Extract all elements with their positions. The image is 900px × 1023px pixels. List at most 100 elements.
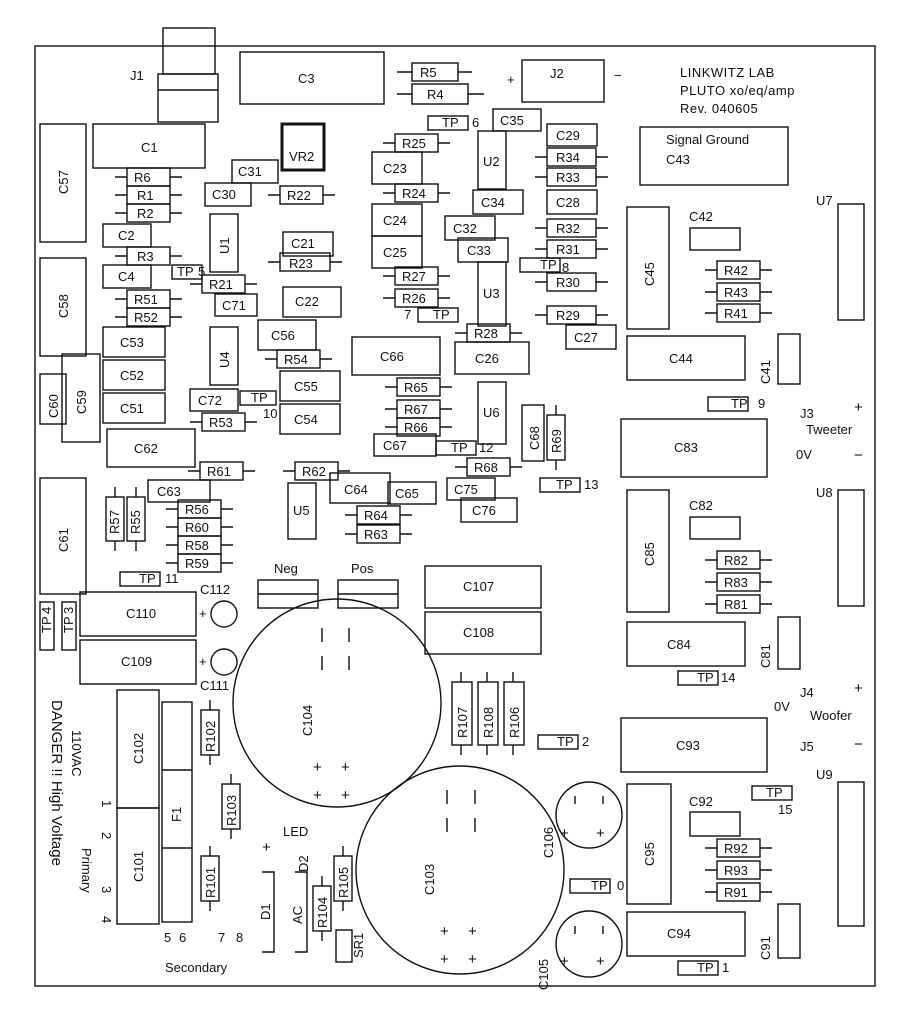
- tp-label: TP: [556, 477, 573, 492]
- c82-label: C82: [689, 498, 713, 513]
- r21-label: R21: [209, 277, 233, 292]
- plus-mark: +: [560, 953, 569, 970]
- j2-minus: −: [614, 68, 622, 83]
- tp13-num: 13: [584, 477, 598, 492]
- pin1-label: 1: [99, 800, 114, 807]
- electrolytic-capacitors: [210, 598, 623, 978]
- component-labels: C3 C1 C31 C30 C2 C4 C21 C22 C23 C24 C25 …: [46, 65, 863, 990]
- cap-c91: [777, 903, 801, 959]
- tp-label: TP: [177, 264, 194, 279]
- diode-bridge: [262, 871, 308, 953]
- cap-c32: [444, 215, 496, 241]
- c91-label: C91: [758, 936, 773, 960]
- c30-label: C30: [212, 187, 236, 202]
- ic-u7: [837, 203, 865, 321]
- j4-plus: +: [854, 680, 863, 697]
- c44-label: C44: [669, 351, 693, 366]
- cap-c31: [231, 159, 279, 184]
- cap-c84: [626, 621, 746, 667]
- resistor-outlines: [105, 62, 772, 941]
- pin6-label: 6: [179, 930, 186, 945]
- tp7-num: 7: [404, 307, 411, 322]
- fuse-f1: [161, 701, 193, 923]
- title-line-1: LINKWITZ LAB: [680, 65, 775, 80]
- tp3-num: 3: [61, 607, 76, 614]
- board-outline: [34, 45, 876, 987]
- cap-c29: [546, 123, 598, 147]
- tp-label: TP: [557, 734, 574, 749]
- c45-label: C45: [642, 262, 657, 286]
- c103-label: C103: [422, 864, 437, 895]
- r22-label: R22: [287, 188, 311, 203]
- j2-label: J2: [550, 66, 564, 81]
- r23-label: R23: [289, 256, 313, 271]
- r29-label: R29: [556, 308, 580, 323]
- u6-label: U6: [483, 405, 500, 420]
- cap-c51: [102, 392, 166, 424]
- c92-label: C92: [689, 794, 713, 809]
- ic-u4: [209, 326, 239, 386]
- c112-label: C112: [200, 582, 230, 597]
- d2-label: D2: [296, 855, 311, 872]
- c67-label: C67: [383, 438, 407, 453]
- cap-c82: [689, 516, 741, 540]
- r53-label: R53: [209, 415, 233, 430]
- r4-label: R4: [427, 87, 444, 102]
- plus-mark: +: [341, 759, 350, 776]
- r26-label: R26: [402, 291, 426, 306]
- r59-label: R59: [185, 556, 209, 571]
- tp-label: TP: [251, 390, 268, 405]
- cap-c112: [210, 600, 238, 628]
- c2-label: C2: [118, 228, 135, 243]
- ic-outlines: [209, 122, 865, 927]
- r67-label: R67: [404, 402, 428, 417]
- cap-c21: [282, 231, 334, 257]
- c23-label: C23: [383, 161, 407, 176]
- r64-label: R64: [364, 508, 388, 523]
- r65-label: R65: [404, 380, 428, 395]
- signal-ground-label: Signal Ground: [666, 132, 749, 147]
- pin2-label: 2: [99, 832, 114, 839]
- cap-c61: [39, 477, 87, 595]
- cap-c62: [106, 428, 196, 468]
- woofer-label: Woofer: [810, 708, 852, 723]
- cap-c63: [147, 479, 211, 503]
- r5-label: R5: [420, 65, 437, 80]
- c63-label: C63: [157, 484, 181, 499]
- vr2-label: VR2: [289, 149, 314, 164]
- primary-label: Primary: [79, 848, 94, 893]
- r27-label: R27: [402, 269, 426, 284]
- cap-c3: [239, 51, 385, 105]
- danger-warning: DANGER !! High Voltage: [48, 700, 65, 866]
- c95-label: C95: [642, 842, 657, 866]
- cap-c58: [39, 257, 87, 357]
- c94-label: C94: [667, 926, 691, 941]
- cap-c92: [689, 811, 741, 837]
- title-line-2: PLUTO xo/eq/amp: [680, 83, 795, 98]
- r62-label: R62: [302, 464, 326, 479]
- c68-label: C68: [527, 426, 542, 450]
- c64-label: C64: [344, 482, 368, 497]
- r103-label: R103: [224, 795, 239, 826]
- u4-label: U4: [217, 351, 232, 368]
- r30-label: R30: [556, 275, 580, 290]
- secondary-label: Secondary: [165, 960, 228, 975]
- plus-mark: +: [596, 953, 605, 970]
- test-points: [39, 115, 793, 976]
- ic-u8: [837, 489, 865, 607]
- board-title: LINKWITZ LAB PLUTO xo/eq/amp Rev. 040605: [680, 65, 795, 116]
- sr1-label: SR1: [351, 933, 366, 958]
- j4-0v-label: 0V: [774, 699, 790, 714]
- tp-label: TP: [731, 396, 748, 411]
- r31-label: R31: [556, 242, 580, 257]
- cap-c110: [79, 591, 197, 637]
- neg-label: Neg: [274, 561, 298, 576]
- cap-c42: [689, 227, 741, 251]
- tp8-num: 8: [562, 260, 569, 275]
- cap-c107: [424, 565, 542, 609]
- c29-label: C29: [556, 128, 580, 143]
- c104-label: C104: [300, 705, 315, 736]
- c33-label: C33: [467, 243, 491, 258]
- ic-u6: [477, 381, 507, 445]
